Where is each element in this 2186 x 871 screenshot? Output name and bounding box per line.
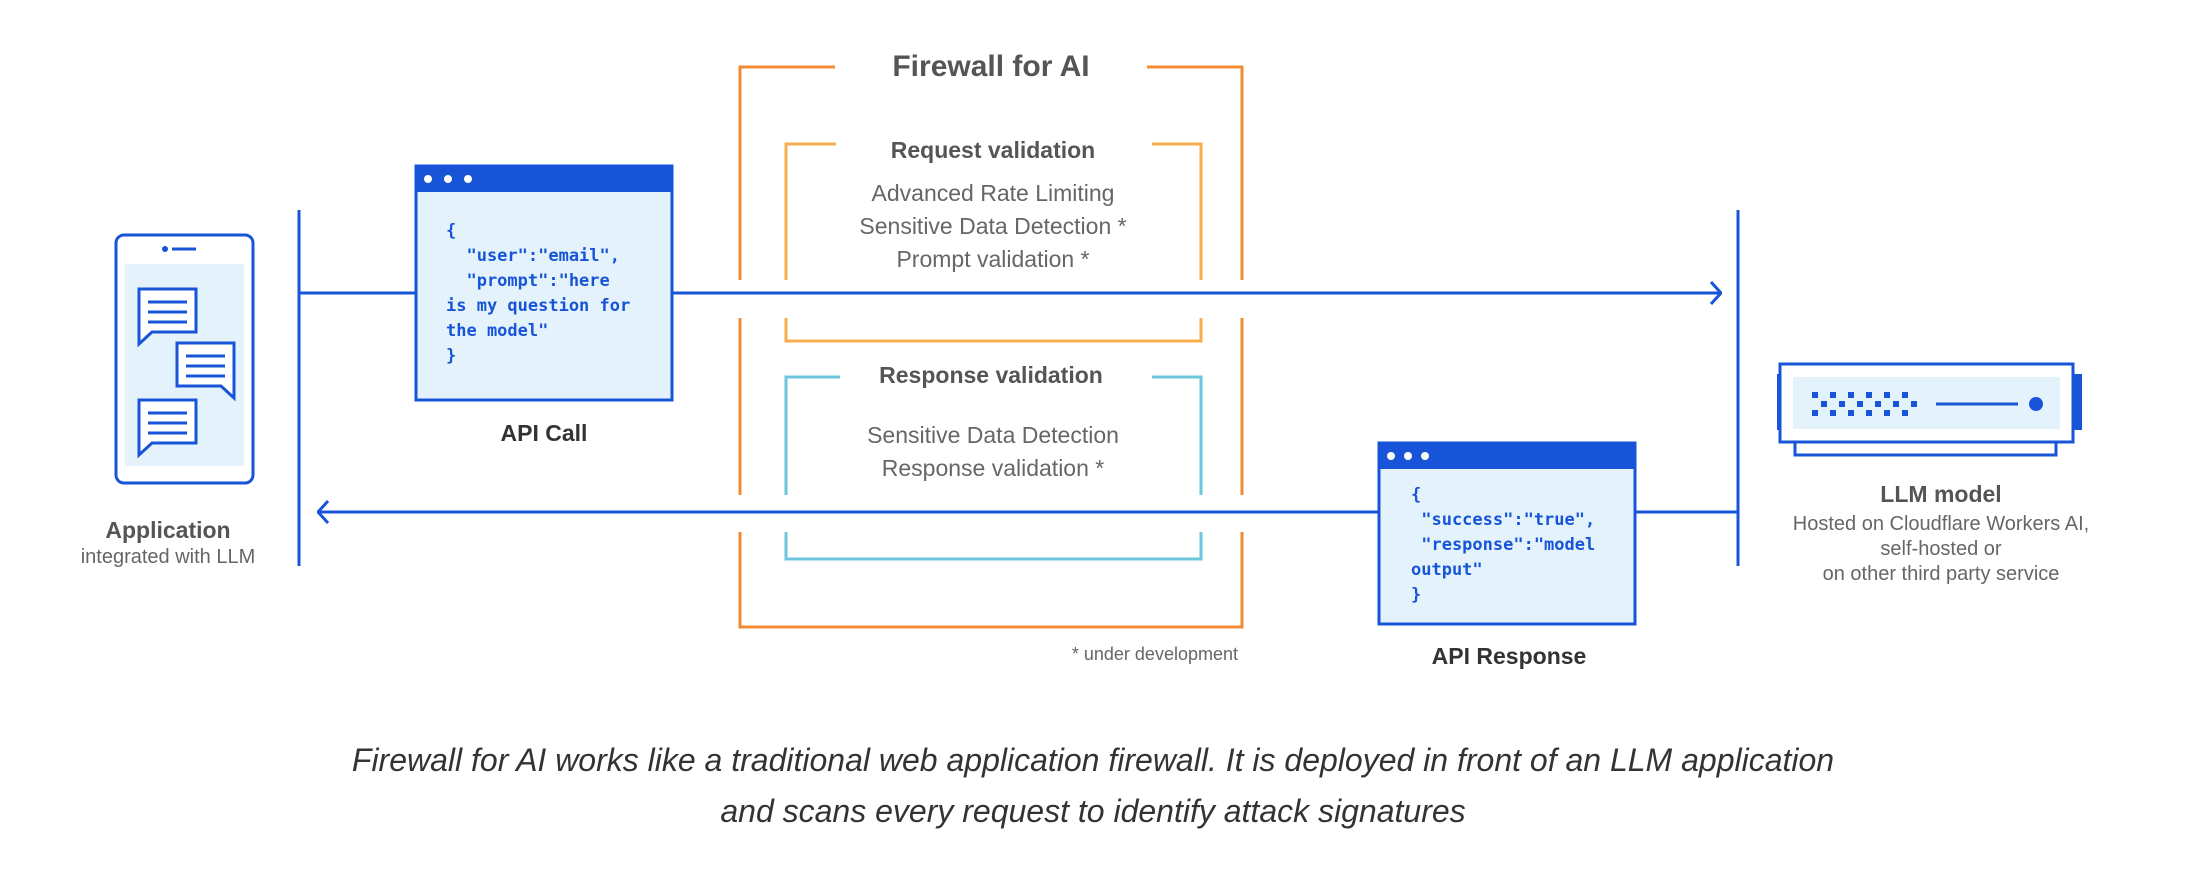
api-response-code-line: { xyxy=(1411,485,1421,505)
response-validation-box xyxy=(784,375,1203,561)
server-vent-dots xyxy=(1812,392,1917,416)
footnote: * under development xyxy=(1072,644,1238,664)
api-response-code-line: } xyxy=(1411,585,1421,605)
response-item: Response validation * xyxy=(882,455,1105,481)
api-call-code-line: is my question for xyxy=(446,296,630,316)
application-title: Application xyxy=(105,517,230,543)
api-call-code-line: "prompt":"here xyxy=(446,271,610,291)
api-response-code-line: "success":"true", xyxy=(1411,510,1595,530)
llm-line: self-hosted or xyxy=(1880,538,2002,560)
firewall-title: Firewall for AI xyxy=(892,50,1089,83)
request-item: Prompt validation * xyxy=(896,246,1089,272)
llm-title: LLM model xyxy=(1880,481,2001,507)
request-validation-box xyxy=(784,142,1203,343)
caption-line: and scans every request to identify atta… xyxy=(720,793,1466,829)
response-item: Sensitive Data Detection xyxy=(867,422,1119,448)
api-call-code-line: { xyxy=(446,221,456,241)
llm-line: Hosted on Cloudflare Workers AI, xyxy=(1793,513,2089,535)
api-call-label: API Call xyxy=(501,420,588,446)
application-subtitle: integrated with LLM xyxy=(81,546,256,568)
phone-chat-icon xyxy=(114,233,255,485)
server-icon xyxy=(1777,362,2082,457)
api-call-code-line: "user":"email", xyxy=(446,246,620,266)
figure-caption: Firewall for AI works like a traditional… xyxy=(0,735,2186,837)
api-call-code-line: } xyxy=(446,346,456,366)
api-call-window xyxy=(414,164,674,402)
request-validation-title: Request validation xyxy=(891,137,1095,163)
response-validation-title: Response validation xyxy=(879,362,1103,388)
api-response-code-line: output" xyxy=(1411,560,1483,580)
request-item: Advanced Rate Limiting xyxy=(872,180,1115,206)
api-response-window xyxy=(1377,441,1637,626)
api-response-label: API Response xyxy=(1432,643,1587,669)
request-item: Sensitive Data Detection * xyxy=(859,213,1126,239)
caption-line: Firewall for AI works like a traditional… xyxy=(351,742,1835,778)
llm-line: on other third party service xyxy=(1823,563,2060,585)
api-response-code-line: "response":"model xyxy=(1411,535,1595,555)
firewall-box xyxy=(738,65,1244,629)
api-call-code-line: the model" xyxy=(446,321,548,341)
